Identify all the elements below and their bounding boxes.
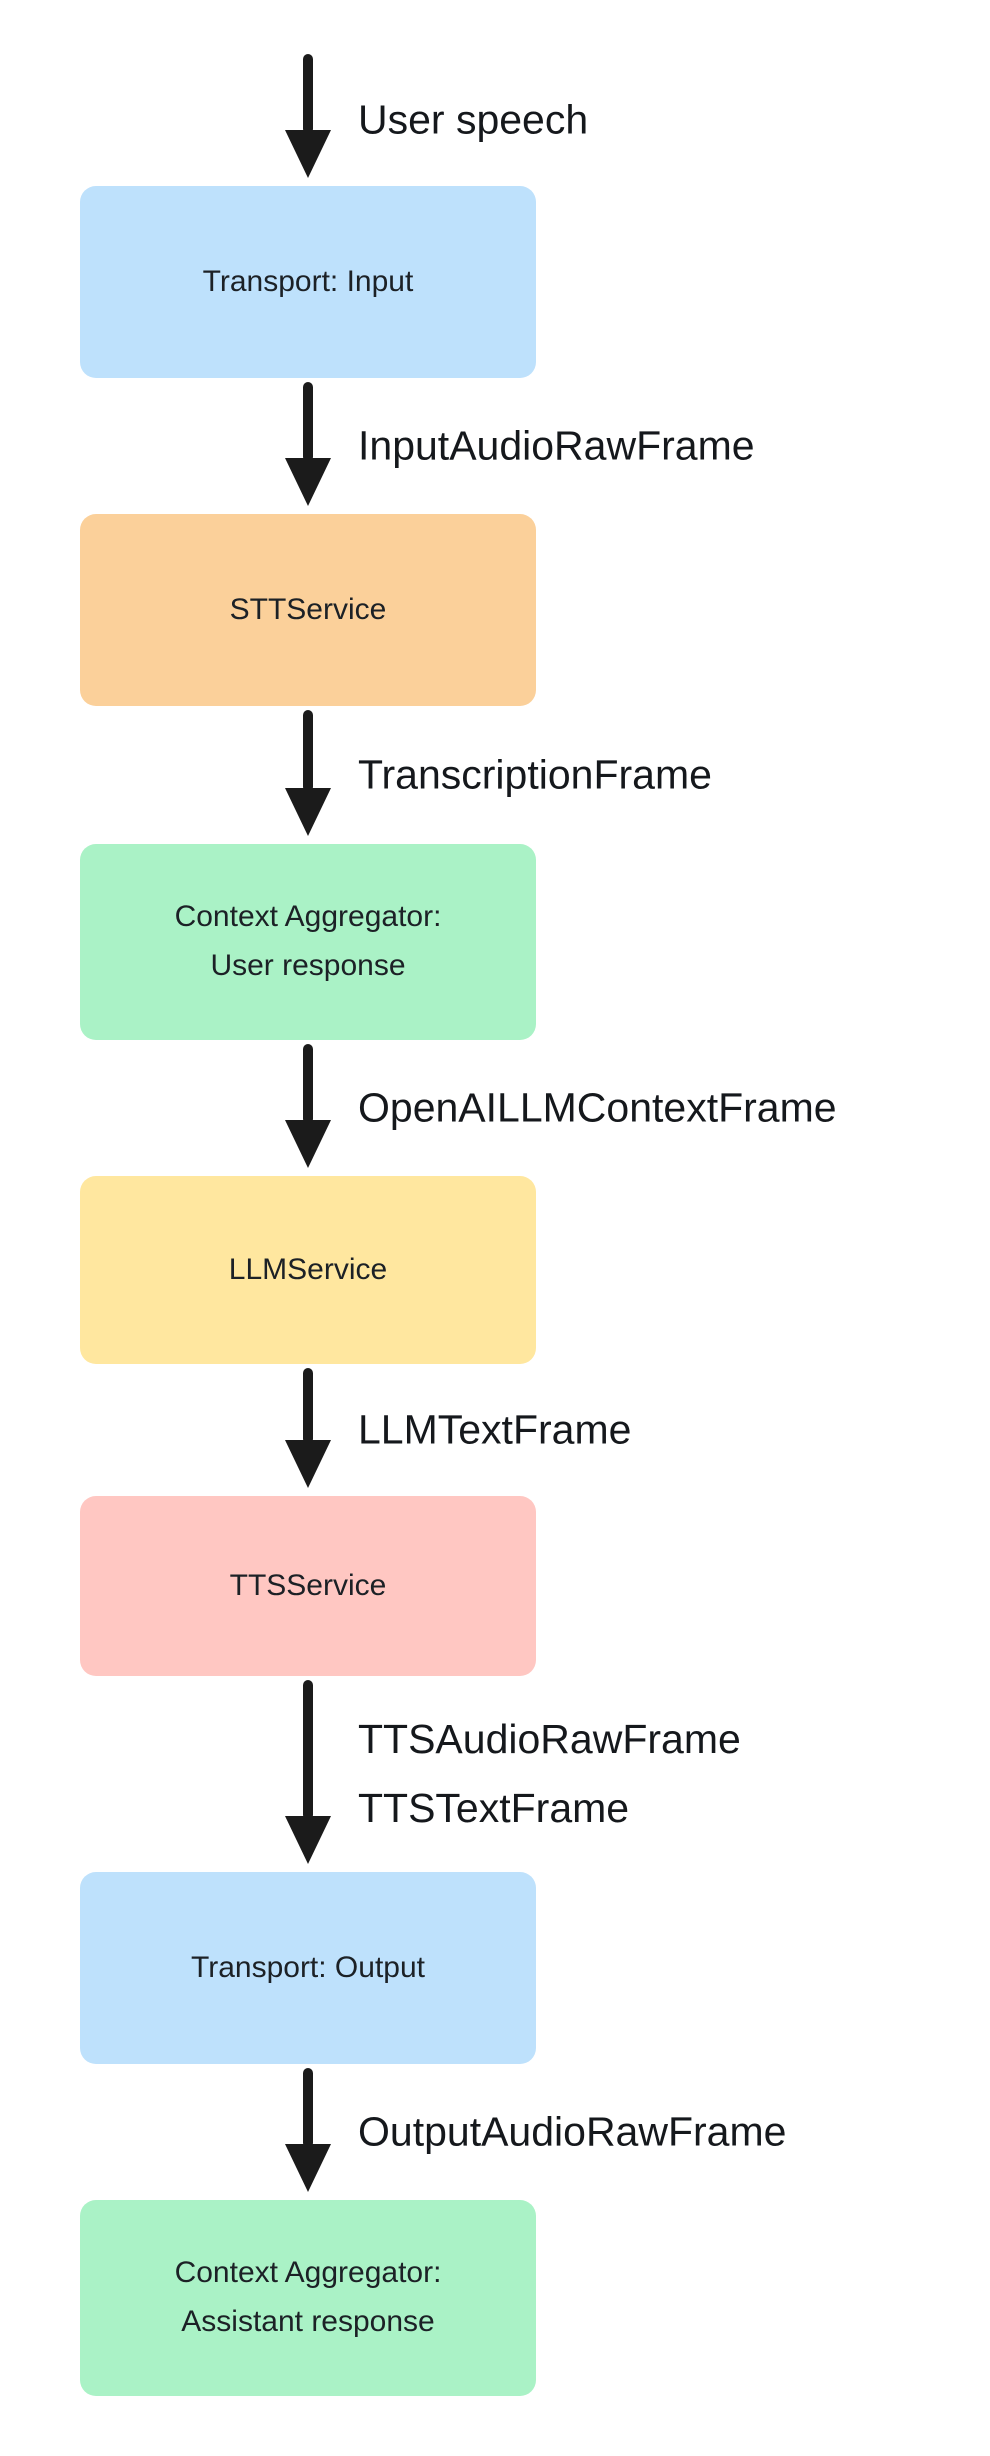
node-label: Transport: Output — [191, 1950, 425, 1984]
flow-node-tts-service: TTSService — [80, 1496, 536, 1676]
arrow-down-icon — [285, 1044, 331, 1168]
node-label-line2: Assistant response — [181, 2305, 435, 2338]
arrow-down-icon — [285, 710, 331, 836]
edge-label-stack: TTSAudioRawFrame TTSTextFrame — [358, 1705, 741, 1843]
flow-node-context-aggregator-user: Context Aggregator: User response — [80, 844, 536, 1040]
flow-node-transport-input: Transport: Input — [80, 186, 536, 378]
arrow-down-icon — [285, 382, 331, 506]
edge-tts-audio-and-text-frame: TTSAudioRawFrame TTSTextFrame — [80, 1676, 741, 1872]
node-label-line2: User response — [210, 949, 406, 982]
node-label: TTSService — [229, 1568, 387, 1602]
edge-label-line2: TTSTextFrame — [358, 1785, 630, 1831]
edge-label: TranscriptionFrame — [358, 751, 712, 798]
pipeline-flow: User speech Transport: Input InputAudioR… — [80, 54, 837, 2396]
edge-openai-llm-context-frame: OpenAILLMContextFrame — [80, 1040, 837, 1176]
edge-label: InputAudioRawFrame — [358, 422, 755, 469]
edge-label: LLMTextFrame — [358, 1406, 632, 1453]
edge-input-audio-raw-frame: InputAudioRawFrame — [80, 378, 755, 514]
edge-transcription-frame: TranscriptionFrame — [80, 706, 712, 844]
arrow-down-icon — [285, 2068, 331, 2192]
flow-node-stt-service: STTService — [80, 514, 536, 706]
edge-label: OutputAudioRawFrame — [358, 2108, 787, 2155]
flow-node-transport-output: Transport: Output — [80, 1872, 536, 2064]
edge-llm-text-frame: LLMTextFrame — [80, 1364, 631, 1496]
node-label: STTService — [229, 592, 387, 626]
edge-label-line1: TTSAudioRawFrame — [358, 1716, 741, 1763]
node-label: LLMService — [228, 1252, 388, 1286]
edge-output-audio-raw-frame: OutputAudioRawFrame — [80, 2064, 786, 2200]
flow-node-context-aggregator-assistant: Context Aggregator: Assistant response — [80, 2200, 536, 2396]
node-label: Transport: Input — [202, 264, 414, 298]
node-label-line1: Context Aggregator: — [174, 900, 442, 934]
edge-label: User speech — [358, 96, 589, 143]
arrow-down-icon — [285, 54, 331, 178]
node-label-line1: Context Aggregator: — [174, 2256, 442, 2290]
edge-user-speech: User speech — [80, 54, 588, 186]
edge-label: OpenAILLMContextFrame — [358, 1084, 837, 1131]
arrow-down-icon — [285, 1680, 331, 1864]
flow-node-llm-service: LLMService — [80, 1176, 536, 1364]
arrow-down-icon — [285, 1368, 331, 1488]
